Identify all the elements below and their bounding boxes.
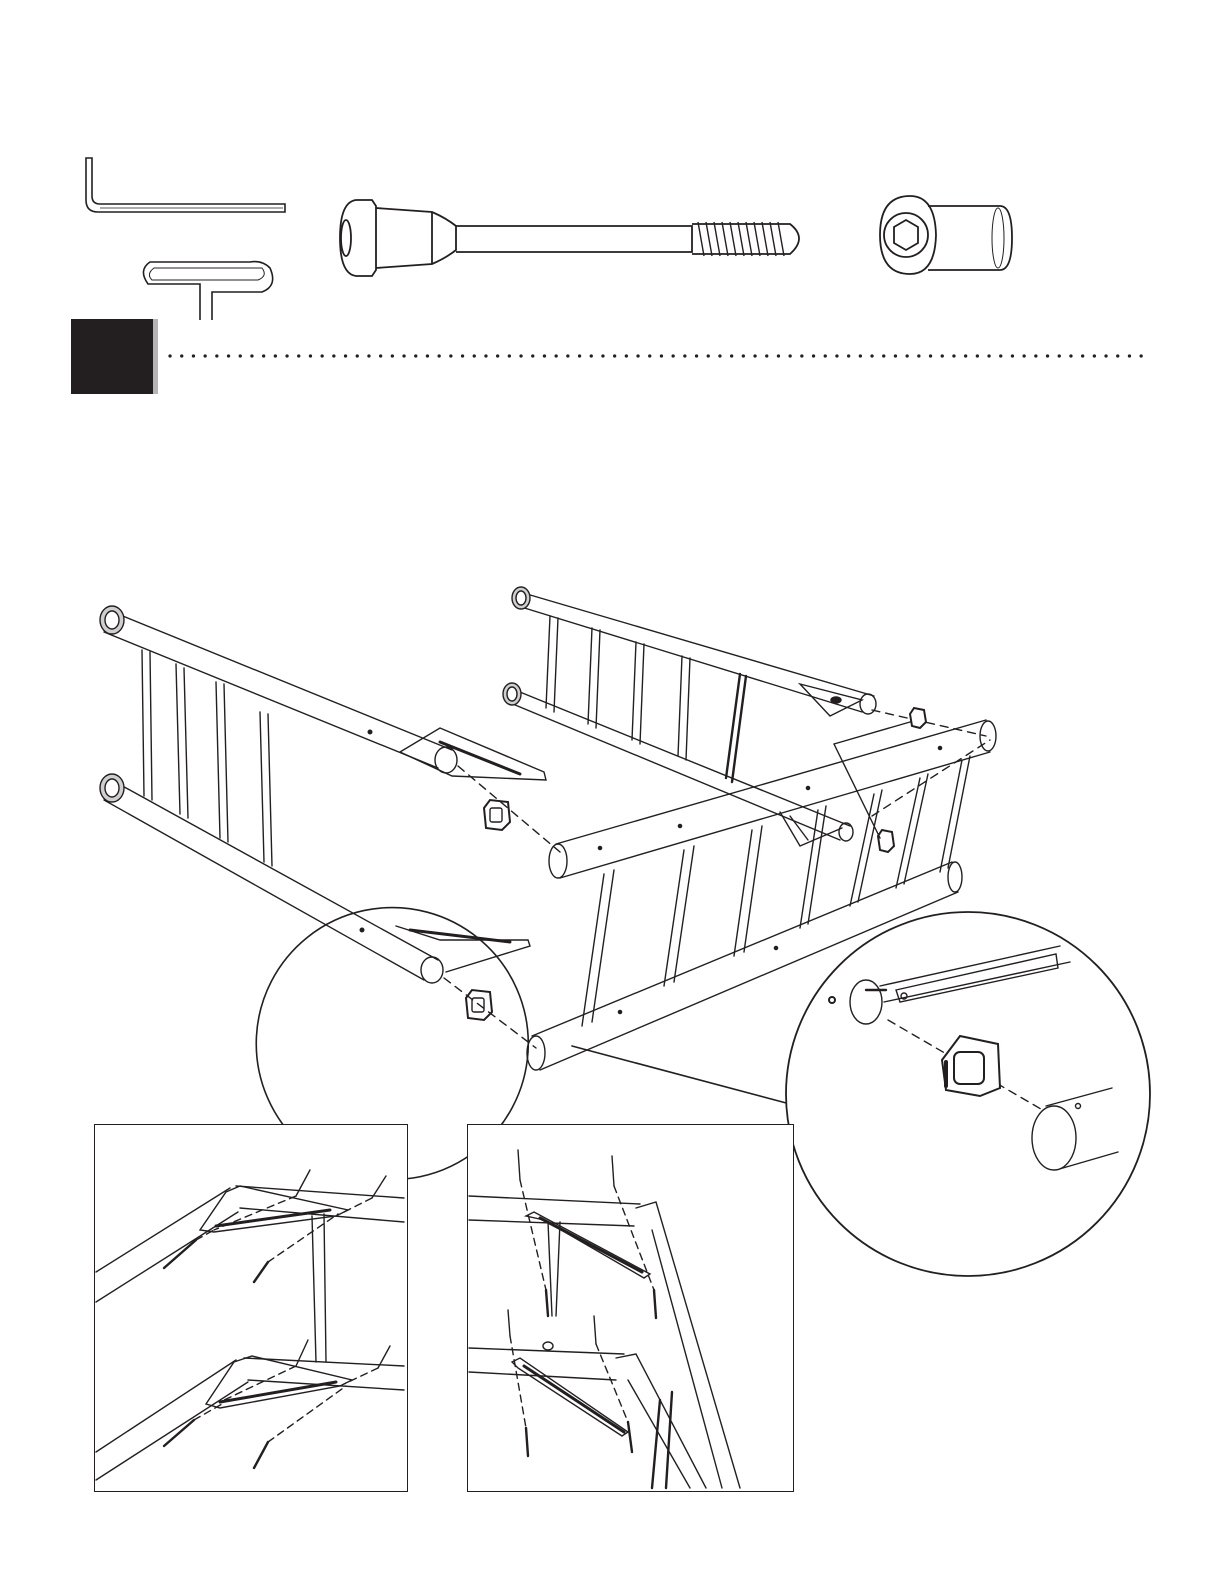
inset-left-dashes [194, 1196, 378, 1442]
inset-left-upper-frame [96, 1186, 404, 1362]
inset-right-upper-frame [469, 1196, 740, 1488]
inset-right-lower-frame [469, 1342, 706, 1488]
inset-left-lower-frame [96, 1356, 404, 1480]
inset-left-bolts [164, 1170, 390, 1468]
